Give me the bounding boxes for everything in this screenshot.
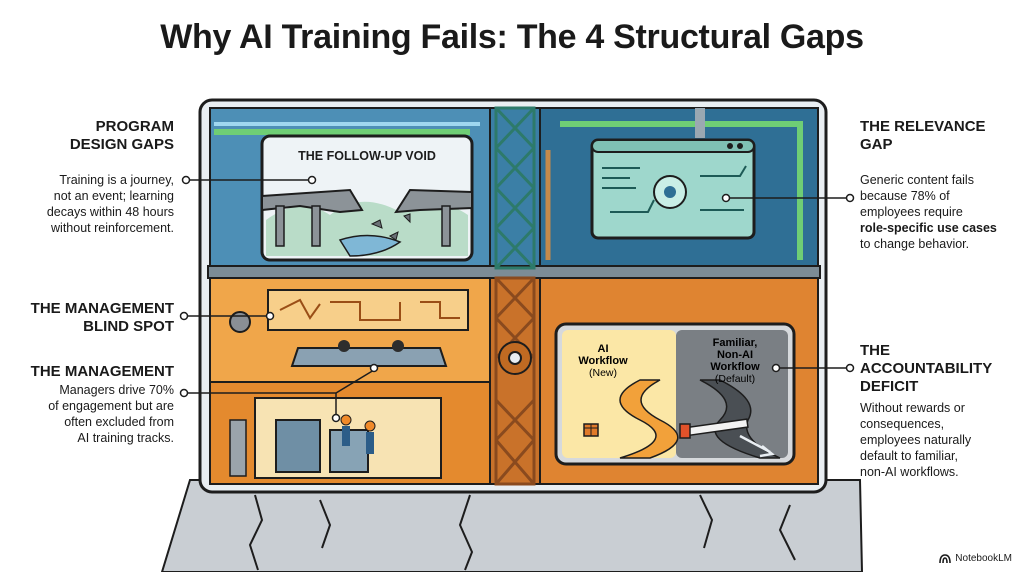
water xyxy=(338,234,402,257)
relevance-gap-desc: Generic content fails because 78% of emp… xyxy=(860,173,997,251)
ground-crack xyxy=(319,499,332,549)
connector-lines xyxy=(179,175,855,423)
server-rack xyxy=(229,419,247,477)
page-title: Why AI Training Fails: The 4 Structural … xyxy=(160,18,864,56)
broken-bridge xyxy=(261,188,364,214)
ai-workflow-line2: Workflow xyxy=(578,355,628,367)
familiar-workflow-line4: (Default) xyxy=(715,373,755,385)
machine xyxy=(275,419,321,473)
broken-bridge xyxy=(394,188,473,214)
ground-crack xyxy=(778,504,796,561)
column-top xyxy=(489,107,541,269)
management-desc: Managers drive 70% of engagement but are… xyxy=(48,383,174,445)
program-design-gaps-desc: Training is a journey, not an event; lea… xyxy=(46,173,174,235)
gear-icon xyxy=(229,311,251,333)
lattice-tower xyxy=(494,106,536,270)
notebooklm-logo-icon xyxy=(939,553,952,563)
accountability-deficit-title: THE ACCOUNTABILITY DEFICIT xyxy=(860,342,993,395)
worker-figure xyxy=(364,420,376,432)
pipe xyxy=(560,121,803,260)
ai-workflow-line1: AI xyxy=(598,343,609,355)
familiar-workflow-line1: Familiar, xyxy=(713,337,758,349)
worker-figure xyxy=(340,414,352,426)
lattice-tower-lower xyxy=(494,276,536,486)
flowchart-board xyxy=(267,289,469,331)
accountability-deficit-desc: Without rewards or consequences, employe… xyxy=(860,401,972,479)
manager-figure xyxy=(392,340,404,352)
ground-crack xyxy=(458,494,474,571)
ground-crack xyxy=(699,494,714,549)
column-bottom xyxy=(489,277,541,485)
program-design-gaps-title: PROGRAM DESIGN GAPS xyxy=(69,118,174,153)
notebooklm-brand: NotebookLM xyxy=(939,553,1012,564)
familiar-workflow-line3: Workflow xyxy=(710,361,760,373)
familiar-road xyxy=(699,379,781,459)
ground-slab xyxy=(160,479,864,572)
management-title: THE MANAGEMENT xyxy=(30,363,174,380)
manager-figure xyxy=(338,340,350,352)
ai-workflow-line3: (New) xyxy=(589,367,617,379)
ground-crack xyxy=(248,494,264,571)
relevance-gap-title: THE RELEVANCE GAP xyxy=(860,118,986,153)
familiar-workflow-line2: Non-AI xyxy=(717,349,753,361)
management-blind-spot-title: THE MANAGEMENT BLIND SPOT xyxy=(30,300,174,335)
falling-debris xyxy=(370,213,411,241)
void-label: THE FOLLOW-UP VOID xyxy=(298,149,436,163)
control-desk xyxy=(290,347,448,367)
ai-road xyxy=(619,379,679,459)
